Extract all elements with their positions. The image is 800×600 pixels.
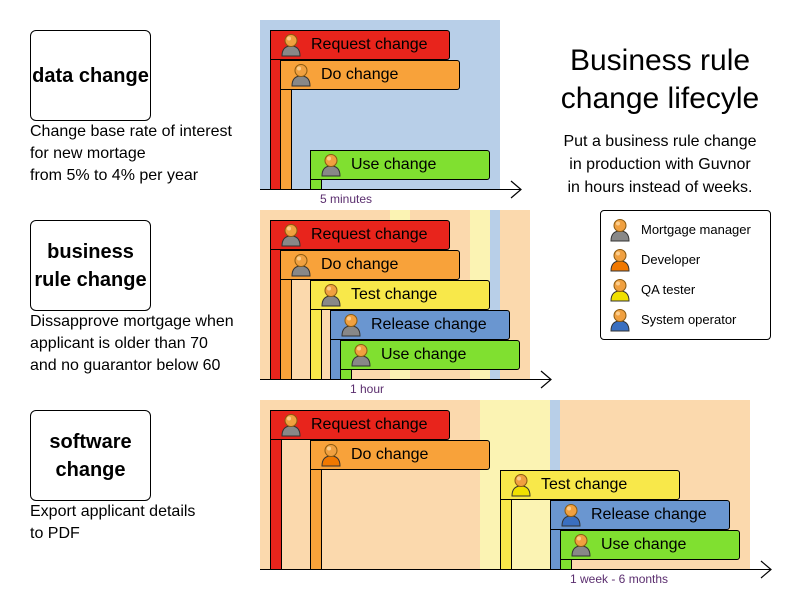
mortgage-manager-person-icon xyxy=(280,413,302,437)
step-label: Do change xyxy=(351,446,429,463)
time-axis xyxy=(260,379,550,380)
qa-tester-person-icon xyxy=(609,278,631,302)
step-label: Do change xyxy=(321,256,399,273)
step-label: Use change xyxy=(381,346,467,363)
legend-label: System operator xyxy=(641,312,737,327)
mortgage-manager-person-icon xyxy=(290,63,312,87)
mortgage-manager-person-icon xyxy=(280,223,302,247)
step-label: Test change xyxy=(351,286,438,303)
row-label-data-change: data change xyxy=(30,30,151,121)
axis-arrow-icon xyxy=(540,370,552,389)
mortgage-manager-person-icon xyxy=(320,153,342,177)
diagram-subtitle: Put a business rule change in production… xyxy=(563,133,757,196)
mortgage-manager-person-icon xyxy=(609,218,631,242)
mortgage-manager-person-icon xyxy=(570,533,592,557)
axis-duration-label: 1 week - 6 months xyxy=(570,572,669,586)
row-label-business-rule-change: business rule change xyxy=(30,220,151,311)
row-description-business-rule-change: Dissapprove mortgage when applicant is o… xyxy=(30,313,234,374)
step-label: Release change xyxy=(591,506,707,523)
do-change-step: Do change xyxy=(280,250,460,280)
mortgage-manager-person-icon xyxy=(340,313,362,337)
step-label: Use change xyxy=(601,536,687,553)
axis-duration-label: 5 minutes xyxy=(320,192,373,206)
timeline-band xyxy=(490,210,500,380)
step-label: Request change xyxy=(311,416,428,433)
step-label: Request change xyxy=(311,226,428,243)
diagram-title: Business rule change lifecyle xyxy=(560,44,760,115)
legend-label: Mortgage manager xyxy=(641,222,751,237)
mortgage-manager-person-icon xyxy=(280,33,302,57)
developer-person-icon xyxy=(320,443,342,467)
step-label: Test change xyxy=(541,476,628,493)
step-label: Use change xyxy=(351,156,437,173)
row-label-software-change: software change xyxy=(30,410,151,501)
row-description-data-change: Change base rate of interest for new mor… xyxy=(30,123,232,184)
row-description-software-change: Export applicant details to PDF xyxy=(30,503,196,542)
mortgage-manager-person-icon xyxy=(350,343,372,367)
time-axis xyxy=(260,189,520,190)
system-operator-person-icon xyxy=(560,503,582,527)
step-label: Release change xyxy=(371,316,487,333)
developer-person-icon xyxy=(609,248,631,272)
axis-arrow-icon xyxy=(760,560,772,579)
step-label: Request change xyxy=(311,36,428,53)
qa-tester-person-icon xyxy=(510,473,532,497)
step-label: Do change xyxy=(321,66,399,83)
mortgage-manager-person-icon xyxy=(290,253,312,277)
mortgage-manager-person-icon xyxy=(320,283,342,307)
axis-duration-label: 1 hour xyxy=(350,382,385,396)
legend-label: QA tester xyxy=(641,282,696,297)
legend-label: Developer xyxy=(641,252,701,267)
axis-arrow-icon xyxy=(510,180,522,199)
system-operator-person-icon xyxy=(609,308,631,332)
time-axis xyxy=(260,569,770,570)
